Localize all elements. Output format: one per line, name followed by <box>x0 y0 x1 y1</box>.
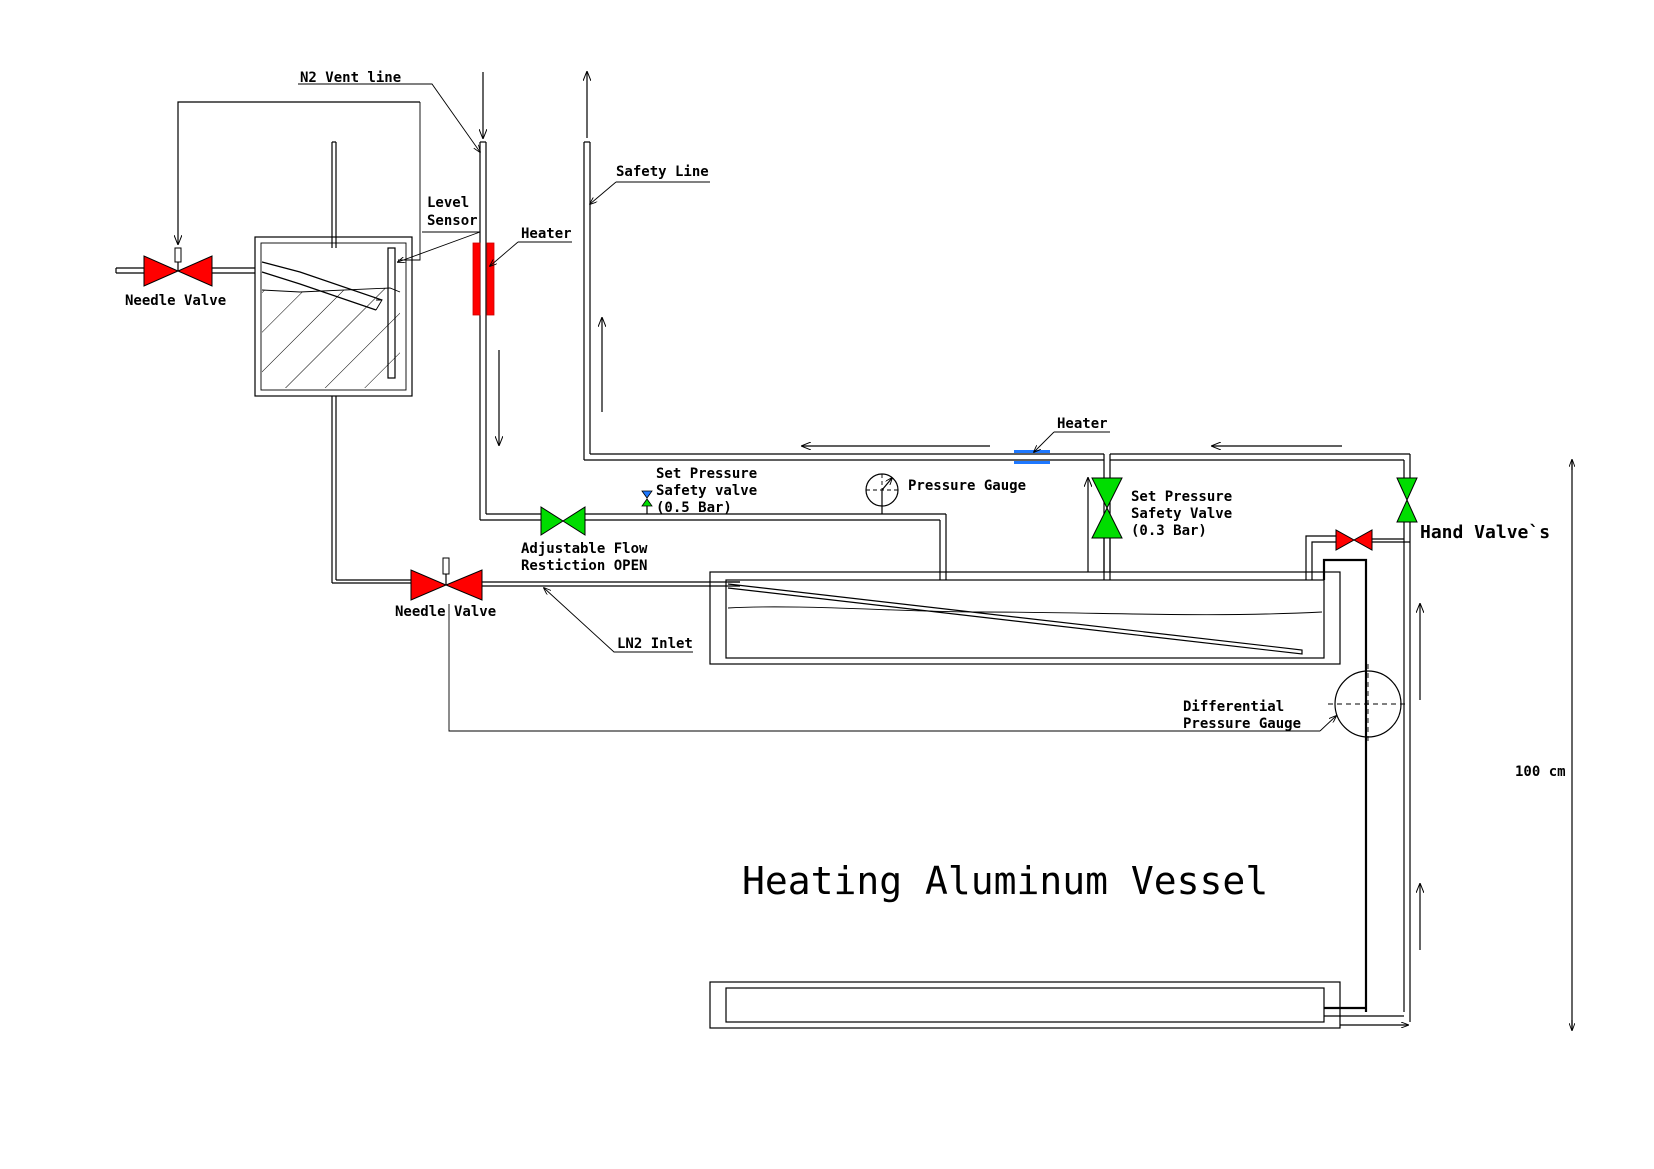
safety-valve-05-icon <box>641 490 653 514</box>
vent-line-to-vessel <box>585 490 947 580</box>
label-ln2-inlet: LN2 Inlet <box>617 636 693 652</box>
label-safety-valve-05-1: Set Pressure <box>656 466 757 482</box>
label-n2-vent-line: N2 Vent line <box>300 70 401 86</box>
heater-right-icon <box>1014 450 1050 464</box>
differential-pressure-gauge-icon <box>1328 664 1408 744</box>
label-adjustable-flow-1: Adjustable Flow <box>521 541 648 557</box>
label-safety-valve-05-2: Safety valve <box>656 483 757 499</box>
heater-top-icon <box>472 242 495 316</box>
needle-valve-bottom-icon <box>410 557 483 601</box>
labels: N2 Vent line Safety Line Level Sensor He… <box>125 70 1566 903</box>
label-safety-valve-03-1: Set Pressure <box>1131 489 1232 505</box>
safety-valve-03-icon <box>1088 478 1123 580</box>
adjustable-flow-valve-icon <box>540 506 586 536</box>
label-safety-valve-05-3: (0.5 Bar) <box>656 500 732 516</box>
label-level-sensor-2: Sensor <box>427 213 478 229</box>
label-adjustable-flow-2: Restiction OPEN <box>521 558 647 574</box>
label-pressure-gauge: Pressure Gauge <box>908 478 1026 494</box>
ln2-supply-tank <box>254 141 413 397</box>
pressure-gauge-icon <box>865 473 899 507</box>
tank-bottom-pipe <box>331 396 412 584</box>
lower-vessel <box>709 981 1408 1029</box>
label-safety-valve-03-3: (0.3 Bar) <box>1131 523 1207 539</box>
label-heater-right: Heater <box>1057 416 1108 432</box>
needle-valve-left-icon <box>143 247 213 287</box>
label-height-dimension: 100 cm <box>1515 764 1566 780</box>
label-needle-valve-left: Needle Valve <box>125 293 226 309</box>
label-level-sensor-1: Level <box>427 195 469 211</box>
n2-vent-line <box>480 72 543 521</box>
label-safety-line: Safety Line <box>616 164 709 180</box>
upper-vessel <box>709 571 1341 665</box>
right-pipework <box>1305 454 1420 1022</box>
diff-gauge-signal-line <box>448 604 1336 732</box>
tank-outlet-pipe-left <box>115 267 255 274</box>
level-control-line <box>178 101 421 261</box>
ln2-inlet-pipe <box>482 581 740 587</box>
label-diff-gauge-2: Pressure Gauge <box>1183 716 1301 732</box>
hand-valve-green-icon <box>1396 477 1418 523</box>
hand-valve-red-icon <box>1335 529 1373 551</box>
label-diff-gauge-1: Differential <box>1183 699 1284 715</box>
label-safety-valve-03-2: Safety Valve <box>1131 506 1232 522</box>
label-hand-valves: Hand Valve`s <box>1420 522 1550 543</box>
label-needle-valve-bottom: Needle Valve <box>395 604 496 620</box>
leader-lines <box>298 83 1110 653</box>
diagram-title: Heating Aluminum Vessel <box>742 859 1268 903</box>
label-heater-top: Heater <box>521 226 572 242</box>
